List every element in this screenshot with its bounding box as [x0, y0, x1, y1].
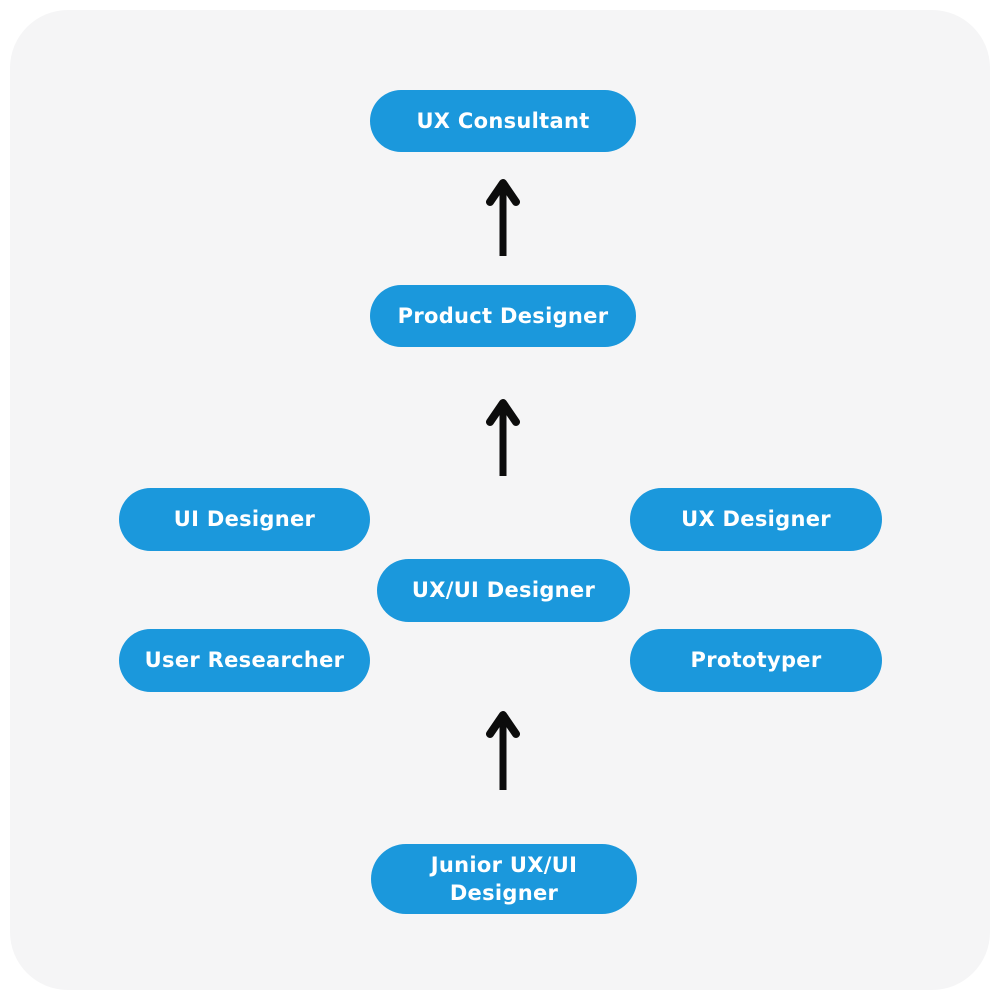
up-arrow-icon — [486, 399, 520, 476]
up-arrow-icon — [486, 179, 520, 256]
node-uxui-designer: UX/UI Designer — [377, 559, 630, 622]
node-user-researcher: User Researcher — [119, 629, 370, 692]
node-product-designer: Product Designer — [370, 285, 636, 347]
node-junior-uxui-designer: Junior UX/UI Designer — [371, 844, 637, 914]
up-arrow-icon — [486, 711, 520, 790]
node-ux-designer: UX Designer — [630, 488, 882, 551]
node-ux-consultant: UX Consultant — [370, 90, 636, 152]
node-ui-designer: UI Designer — [119, 488, 370, 551]
node-prototyper: Prototyper — [630, 629, 882, 692]
